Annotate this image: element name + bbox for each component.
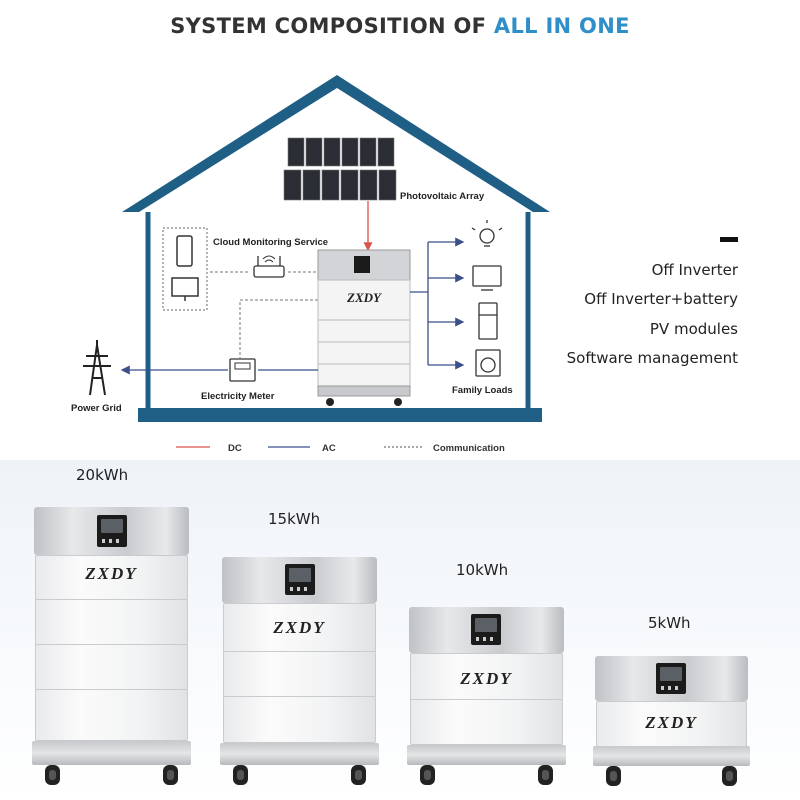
legend: DC AC Communication <box>176 443 505 454</box>
wheel-icon <box>45 765 60 785</box>
battery-module <box>35 555 188 601</box>
wheel-icon <box>722 766 737 786</box>
battery-module <box>596 701 747 747</box>
meter-label: Electricity Meter <box>201 391 275 402</box>
title-accent: ALL IN ONE <box>493 14 630 38</box>
lcd-display <box>471 614 501 645</box>
feature-item: Off Inverter <box>651 261 738 279</box>
product-15kwh: ZXDY <box>220 557 379 787</box>
loads-label: Family Loads <box>452 385 513 396</box>
washer-icon <box>475 349 501 377</box>
wheel-icon <box>538 765 553 785</box>
battery-module <box>223 651 376 698</box>
wheel-icon <box>233 765 248 785</box>
main-unit: ZXDY <box>317 249 411 406</box>
router-icon <box>253 255 285 278</box>
capacity-label: 20kWh <box>76 466 129 484</box>
house-floor <box>138 408 542 422</box>
unit-logo: ZXDY <box>645 713 698 732</box>
wheel-icon <box>420 765 435 785</box>
unit-base <box>32 741 191 765</box>
unit-logo: ZXDY <box>273 618 326 637</box>
bulb-icon <box>471 220 503 247</box>
feature-item: Off Inverter+battery <box>584 290 738 309</box>
house-walls <box>145 212 531 410</box>
battery-module <box>35 644 188 691</box>
lcd-display <box>656 663 686 694</box>
battery-module <box>35 689 188 741</box>
page-title: SYSTEM COMPOSITION OF ALL IN ONE <box>0 14 800 38</box>
monitor-icon <box>171 277 199 297</box>
capacity-label: 5kWh <box>648 614 691 632</box>
capacity-label: 10kWh <box>456 561 509 579</box>
feature-list: Off Inverter Off Inverter+battery PV mod… <box>520 237 738 373</box>
wheel-icon <box>163 765 178 785</box>
unit-logo: ZXDY <box>85 564 138 583</box>
pylon-icon <box>83 340 111 396</box>
fridge-icon <box>478 302 498 340</box>
product-20kwh: ZXDY <box>32 507 191 787</box>
legend-dc: DC <box>228 443 242 454</box>
product-5kwh: ZXDY <box>593 656 750 787</box>
phone-icon <box>176 235 193 267</box>
pv-panels <box>283 137 397 201</box>
wheel-icon <box>606 766 621 786</box>
product-10kwh: ZXDY <box>407 607 566 787</box>
wheel-icon <box>351 765 366 785</box>
battery-module <box>35 599 188 646</box>
unit-logo: ZXDY <box>460 669 513 688</box>
tv-icon <box>472 265 502 291</box>
battery-module <box>223 603 376 653</box>
lcd-display <box>97 515 127 547</box>
unit-base <box>220 743 379 765</box>
unit-base <box>407 745 566 765</box>
monitor-devices-box <box>162 227 208 311</box>
grid-label: Power Grid <box>71 403 122 414</box>
legend-communication: Communication <box>433 443 505 454</box>
capacity-label: 15kWh <box>268 510 321 528</box>
feature-item: Software management <box>566 348 738 367</box>
feature-item: PV modules <box>649 319 738 338</box>
system-diagram: Photovoltaic Array Cloud Monitoring Serv… <box>71 75 550 454</box>
title-main: SYSTEM COMPOSITION OF <box>170 14 494 38</box>
lcd-display <box>285 564 315 595</box>
battery-module <box>410 699 563 745</box>
meter-icon <box>229 358 256 382</box>
battery-module <box>223 696 376 743</box>
unit-base <box>593 746 750 766</box>
pv-label: Photovoltaic Array <box>400 191 485 202</box>
legend-ac: AC <box>322 443 336 454</box>
main-unit-logo: ZXDY <box>346 290 382 305</box>
feature-marker <box>720 237 738 242</box>
cloud-label: Cloud Monitoring Service <box>213 237 328 248</box>
